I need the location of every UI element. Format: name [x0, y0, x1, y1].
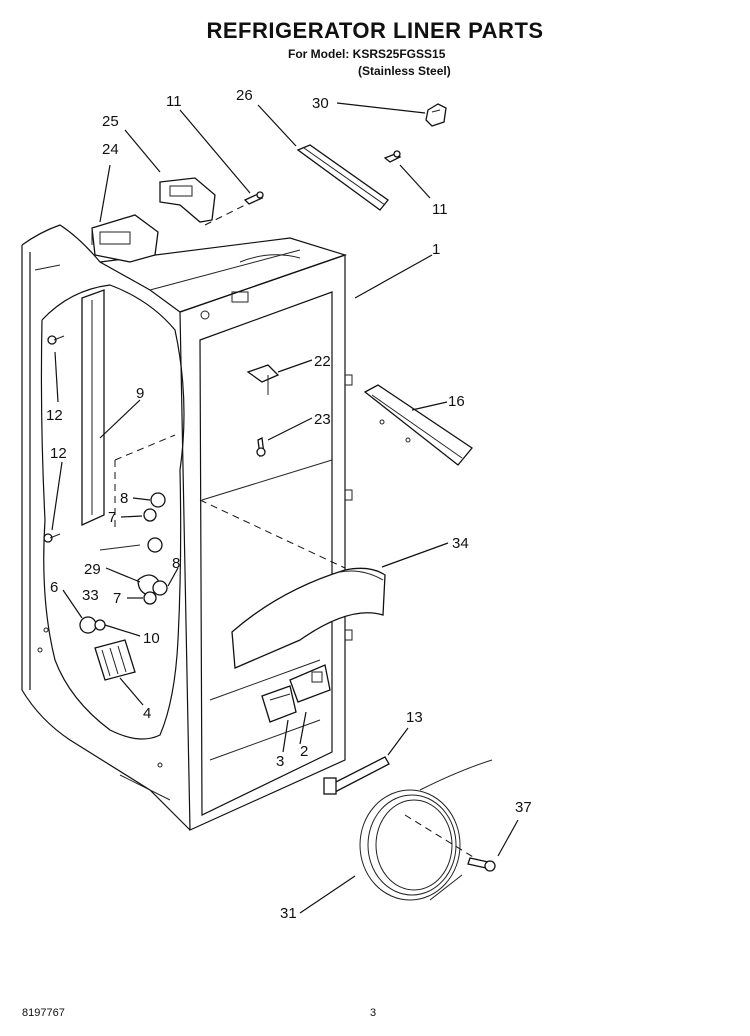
callout-30: 30: [312, 95, 329, 112]
part-22-bracket: [246, 364, 280, 395]
part-13-cabletie: [323, 756, 390, 795]
alignment-line-37: [404, 814, 479, 861]
document-number: 8197767: [22, 1007, 65, 1019]
leader-lines: [51, 102, 519, 914]
callout-26: 26: [236, 87, 253, 104]
callout-34: 34: [452, 535, 469, 552]
part-30-clip: [425, 103, 447, 127]
callout-11-right: 11: [432, 201, 448, 218]
part-12-screw-upper: [47, 335, 65, 345]
part-6-lampholder: [79, 616, 106, 634]
part-34-cover: [231, 567, 386, 669]
callout-13: 13: [406, 709, 423, 726]
model-number: For Model: KSRS25FGSS15: [288, 47, 446, 61]
part-9-rail: [81, 289, 105, 527]
callout-7-upper: 7: [108, 509, 116, 526]
callout-8-lower: 8: [172, 555, 180, 572]
part-26-channel: [296, 144, 389, 211]
callout-labels: 30 26 11 25 24 11 1 22 23 16 9 12 12 8 7…: [46, 87, 532, 922]
part-2-hinge: [289, 664, 331, 703]
part-31-tube: [359, 759, 493, 901]
page-number: 3: [370, 1007, 377, 1019]
part-24-housing: [91, 214, 159, 263]
callout-31: 31: [280, 905, 297, 922]
part-4-shield: [94, 639, 136, 681]
page-title: REFRIGERATOR LINER PARTS: [206, 18, 544, 43]
part-37-screw: [467, 857, 496, 872]
callout-29: 29: [84, 561, 101, 578]
callout-22: 22: [314, 353, 331, 370]
part-8-socket-upper: [143, 492, 166, 522]
part-11-screw-left: [243, 191, 264, 205]
callout-4: 4: [143, 705, 151, 722]
callout-33: 33: [82, 587, 99, 604]
callout-23: 23: [314, 411, 331, 428]
callout-25: 25: [102, 113, 119, 130]
callout-16: 16: [448, 393, 465, 410]
callout-3: 3: [276, 753, 284, 770]
callout-6: 6: [50, 579, 58, 596]
alignment-line-11: [204, 204, 246, 226]
callout-12-upper: 12: [46, 407, 63, 424]
part-11-screw: [383, 150, 402, 163]
part-3-bracket: [261, 685, 297, 723]
callout-2: 2: [300, 743, 308, 760]
callout-7-lower: 7: [113, 590, 121, 607]
callout-8-upper: 8: [120, 490, 128, 507]
callout-9: 9: [136, 385, 144, 402]
part-25-bracket: [159, 177, 216, 223]
part-16-rail: [363, 384, 473, 466]
callout-10: 10: [143, 630, 160, 647]
liner-body: [21, 224, 353, 831]
callout-37: 37: [515, 799, 532, 816]
callout-11-top: 11: [166, 93, 182, 110]
part-8-socket-lower: [143, 580, 168, 605]
part-12-screw-lower: [43, 533, 61, 543]
callout-24: 24: [102, 141, 119, 158]
finish-note: (Stainless Steel): [358, 64, 451, 78]
callout-1: 1: [432, 241, 440, 258]
callout-12-lower: 12: [50, 445, 67, 462]
part-23-screw: [256, 437, 266, 457]
